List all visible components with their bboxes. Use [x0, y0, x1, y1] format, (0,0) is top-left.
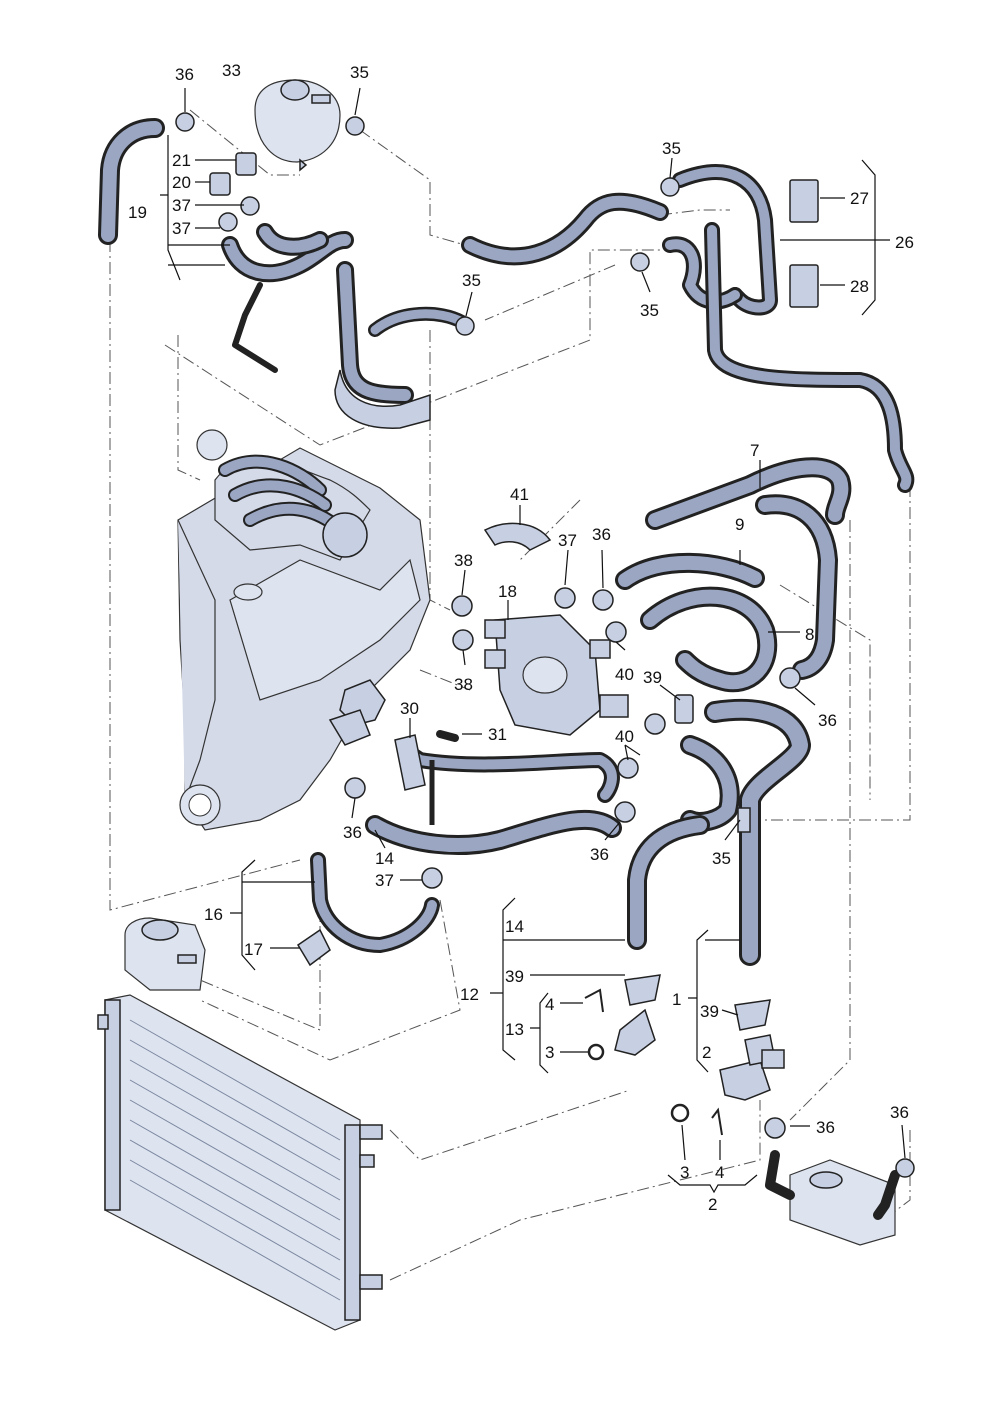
- callout-3: 3: [680, 1163, 689, 1182]
- callout-39: 39: [643, 668, 662, 687]
- callout-13: 13: [505, 1020, 524, 1039]
- callout-37: 37: [375, 871, 394, 890]
- callout-21: 21: [172, 151, 191, 170]
- callout-4: 4: [715, 1163, 724, 1182]
- expansion-tank: [254, 79, 341, 172]
- callout-8: 8: [805, 625, 814, 644]
- callout-39: 39: [505, 967, 524, 986]
- callout-28: 28: [850, 277, 869, 296]
- callout-35: 35: [712, 849, 731, 868]
- callout-14: 14: [505, 917, 524, 936]
- callout-2: 2: [702, 1043, 711, 1062]
- callout-27: 27: [850, 189, 869, 208]
- callout-36: 36: [175, 65, 194, 84]
- callout-36: 36: [343, 823, 362, 842]
- callout-2: 2: [708, 1195, 717, 1214]
- callout-17: 17: [244, 940, 263, 959]
- callout-14: 14: [375, 849, 394, 868]
- callout-18: 18: [498, 582, 517, 601]
- callout-26: 26: [895, 233, 914, 252]
- oil-cooler: [765, 1150, 900, 1246]
- leader-lines: [160, 87, 906, 1194]
- thermostat-housing: [484, 614, 629, 736]
- callout-12: 12: [460, 985, 479, 1004]
- callout-1: 1: [672, 990, 681, 1009]
- callout-36: 36: [816, 1118, 835, 1137]
- callout-33: 33: [222, 61, 241, 80]
- callout-9: 9: [735, 515, 744, 534]
- part-callout-labels: 36 33 35 21 20 19 37 37 35 35 35 27 26 2…: [128, 61, 914, 1214]
- callout-37: 37: [172, 219, 191, 238]
- callout-30: 30: [400, 699, 419, 718]
- hose-clamps: [175, 112, 915, 1178]
- callout-40: 40: [615, 665, 634, 684]
- coolant-reservoir: [124, 917, 206, 991]
- radiator: [97, 994, 383, 1331]
- callout-16: 16: [204, 905, 223, 924]
- callout-35: 35: [640, 301, 659, 320]
- callout-4: 4: [545, 995, 554, 1014]
- callout-35: 35: [662, 139, 681, 158]
- callout-36: 36: [818, 711, 837, 730]
- callout-35: 35: [350, 63, 369, 82]
- callout-19: 19: [128, 203, 147, 222]
- callout-37: 37: [172, 196, 191, 215]
- callout-38: 38: [454, 551, 473, 570]
- callout-38: 38: [454, 675, 473, 694]
- callout-40: 40: [615, 727, 634, 746]
- callout-36: 36: [890, 1103, 909, 1122]
- callout-35: 35: [462, 271, 481, 290]
- callout-7: 7: [750, 441, 759, 460]
- coolant-hoses: [98, 118, 915, 966]
- engine-block: [177, 429, 431, 831]
- callout-36: 36: [590, 845, 609, 864]
- callout-36: 36: [592, 525, 611, 544]
- callout-20: 20: [172, 173, 191, 192]
- callout-3: 3: [545, 1043, 554, 1062]
- callout-31: 31: [488, 725, 507, 744]
- callout-37: 37: [558, 531, 577, 550]
- callout-41: 41: [510, 485, 529, 504]
- callout-39: 39: [700, 1002, 719, 1021]
- assembly-reference-lines: [109, 109, 911, 1281]
